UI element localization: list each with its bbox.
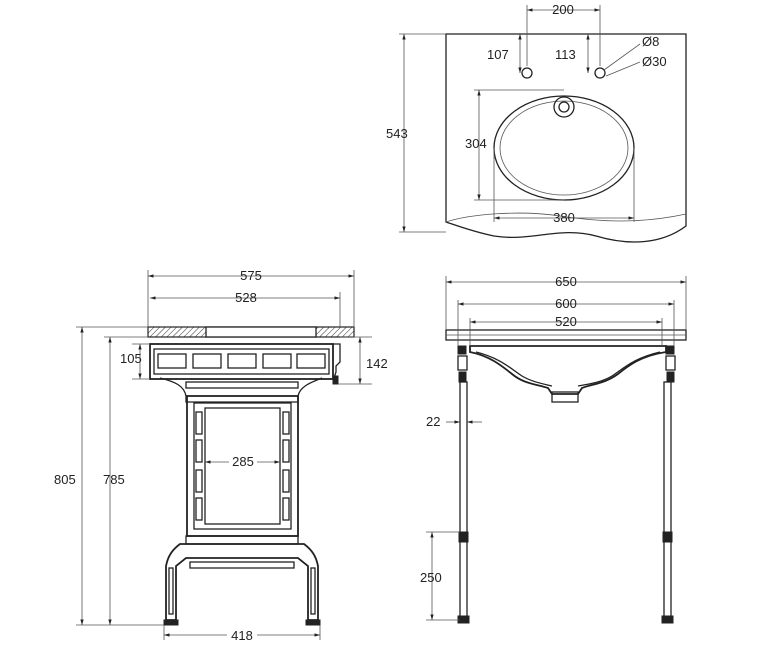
right-tap-hole xyxy=(594,67,606,79)
front-view: 650 600 520 22 250 xyxy=(420,274,687,624)
side-view: 575 528 105 142 805 785 285 418 xyxy=(54,268,388,643)
dim-shelf-height: 250 xyxy=(420,570,442,585)
dim-overall-width: 650 xyxy=(555,274,577,289)
dim-hole-small-dia: Ø8 xyxy=(642,34,659,49)
left-tap-hole xyxy=(521,67,533,79)
dim-depth: 543 xyxy=(386,126,408,141)
dim-base-width: 418 xyxy=(231,628,253,643)
dim-tap-spacing: 200 xyxy=(552,2,574,17)
dim-right-hole-offset: 113 xyxy=(555,47,576,62)
left-leg xyxy=(459,381,468,621)
overflow-hole xyxy=(553,96,575,118)
dim-top-depth: 575 xyxy=(240,268,262,283)
dim-stand-width: 600 xyxy=(555,296,577,311)
apron-side xyxy=(149,343,334,380)
dim-basin-width: 520 xyxy=(555,314,577,329)
basin-top-outline xyxy=(445,33,687,243)
basin-bowl-front xyxy=(469,345,667,395)
right-leg xyxy=(663,381,672,621)
dim-side-offset: 142 xyxy=(366,356,388,371)
dim-overall-height: 805 xyxy=(54,472,76,487)
base-side xyxy=(165,543,319,621)
dim-leg-diameter: 22 xyxy=(426,414,440,429)
dim-stand-height: 785 xyxy=(103,472,125,487)
top-view: 200 107 113 Ø8 Ø30 543 304 380 xyxy=(386,2,687,243)
dim-inner-depth: 528 xyxy=(235,290,257,305)
dim-bowl-depth: 304 xyxy=(465,136,487,151)
dim-frame-width: 285 xyxy=(232,454,254,469)
dim-left-hole-offset: 107 xyxy=(487,47,509,62)
dim-hole-large-dia: Ø30 xyxy=(642,54,667,69)
dim-apron-height: 105 xyxy=(120,351,142,366)
dim-bowl-width: 380 xyxy=(553,210,575,225)
